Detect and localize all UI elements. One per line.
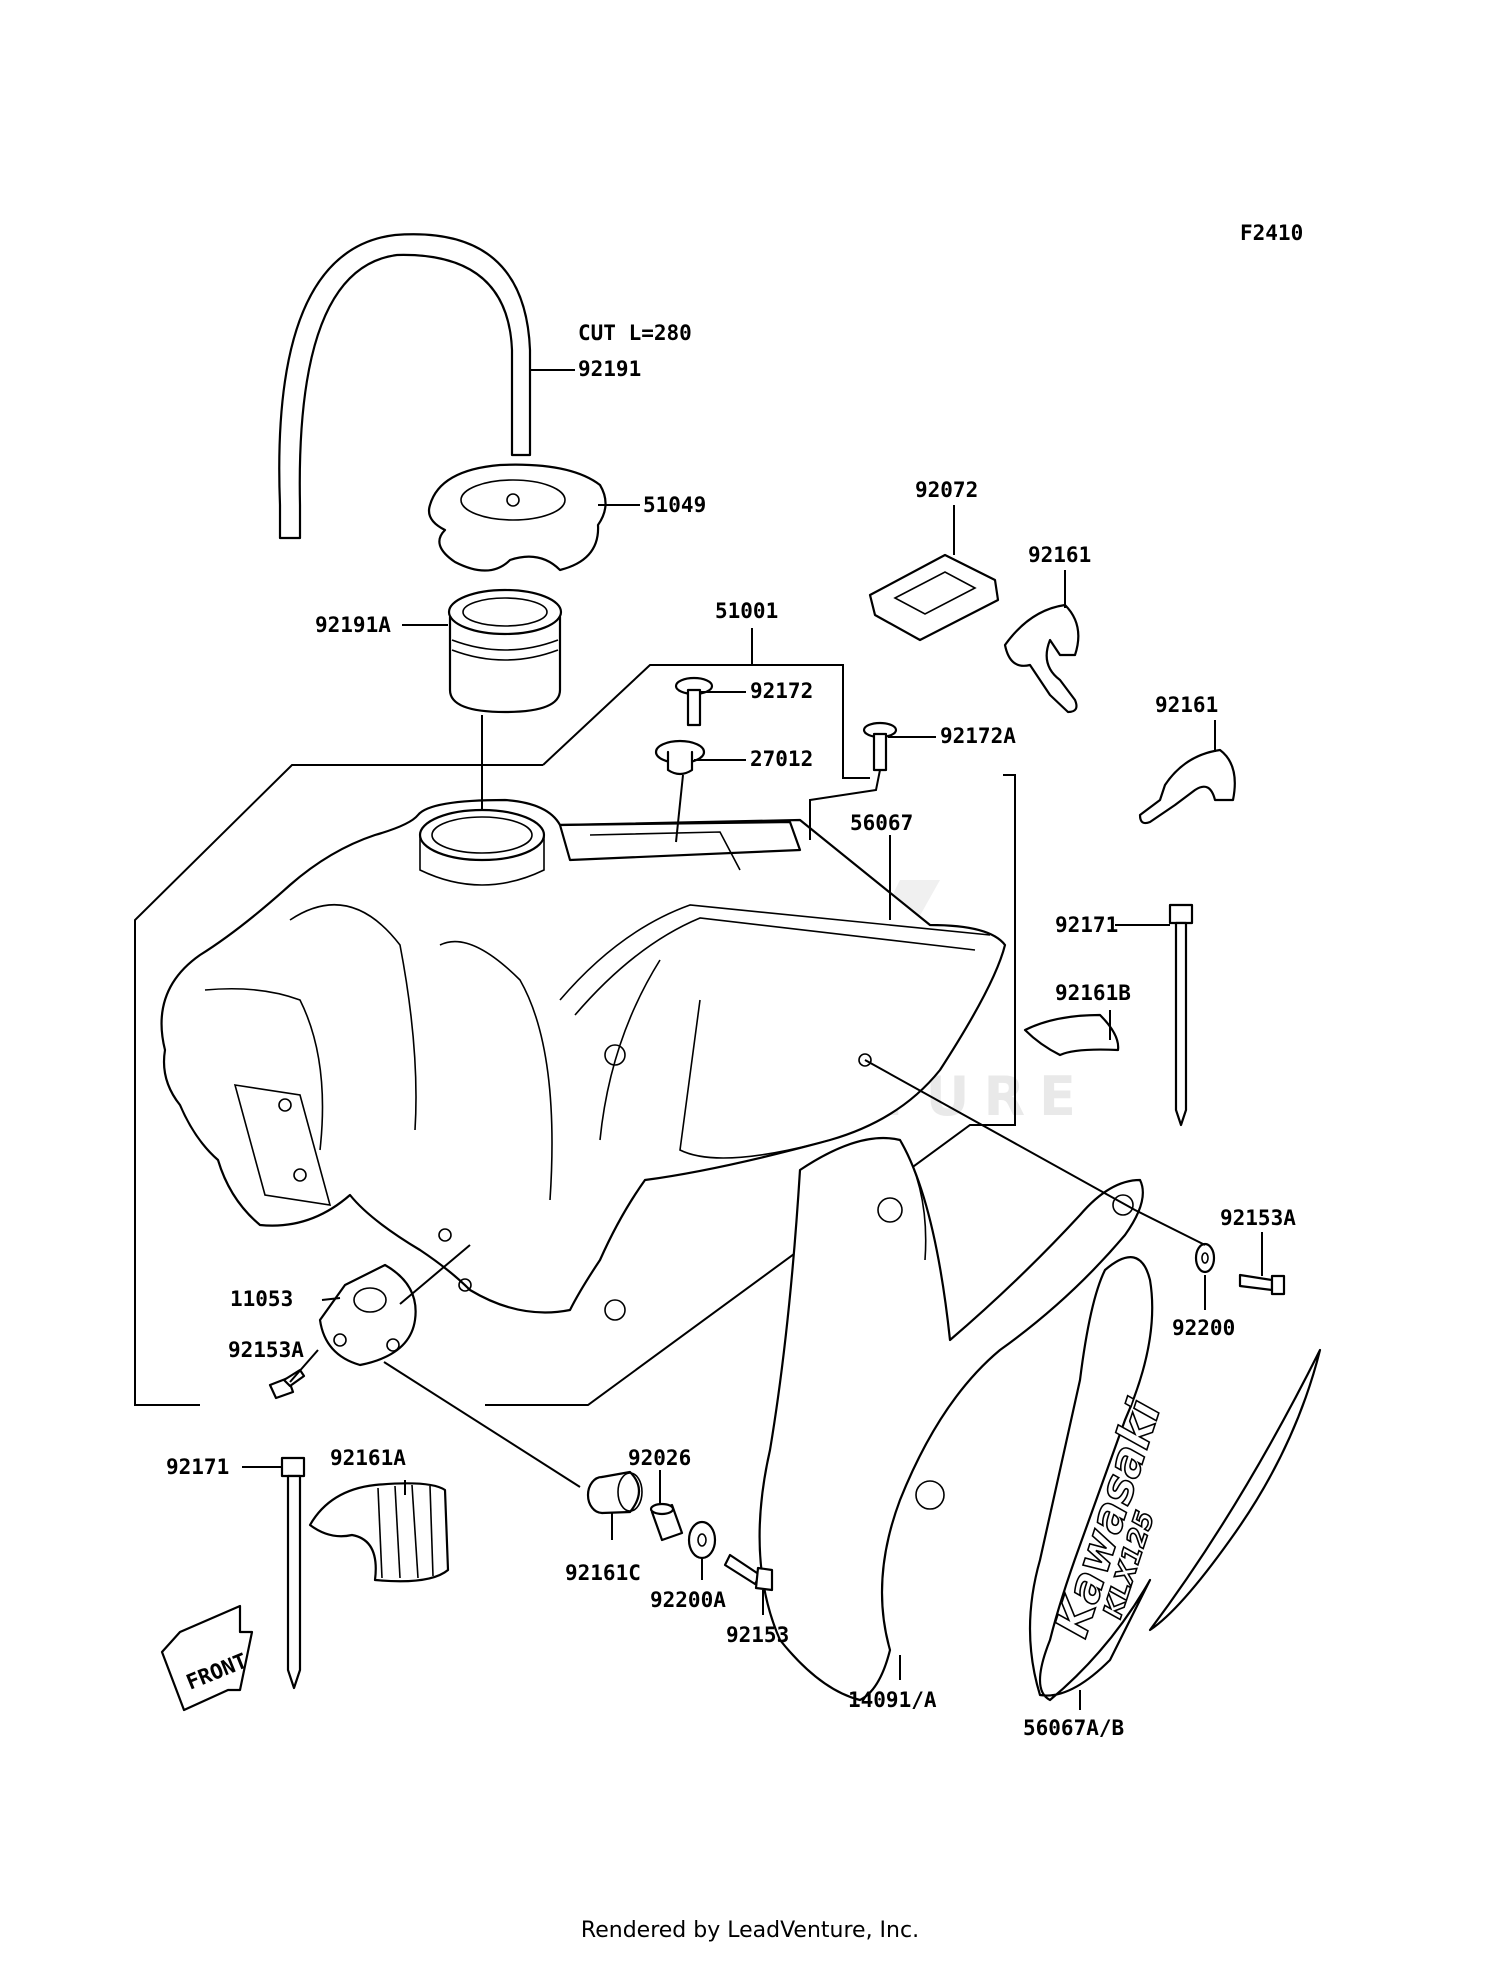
label-11053: 11053 (230, 1287, 293, 1311)
grommet-92161C (586, 1470, 643, 1515)
part-labels: CUT L=280 92191 51049 92191A 51001 92172… (166, 321, 1296, 1740)
label-92191: 92191 (578, 357, 641, 381)
bolt-92153 (723, 1553, 774, 1592)
filler-neck-ring (447, 588, 563, 714)
bolt-92153A-left (268, 1368, 306, 1400)
label-92161C: 92161C (565, 1561, 641, 1585)
clamp-92161-top (1003, 603, 1080, 714)
label-92200: 92200 (1172, 1316, 1235, 1340)
collar-92026 (649, 1502, 684, 1542)
screw-92172A (862, 721, 898, 772)
label-92153A-left: 92153A (228, 1338, 304, 1362)
cable-tie-left (280, 1456, 306, 1690)
screw-92172 (674, 676, 714, 727)
label-27012: 27012 (750, 747, 813, 771)
cable-tie-right (1168, 903, 1194, 1127)
washer-92200A (687, 1520, 717, 1560)
cut-length-note: CUT L=280 (578, 321, 692, 345)
grommet-27012 (654, 739, 706, 776)
bolt-92153A-right (1238, 1273, 1286, 1296)
label-92200A: 92200A (650, 1588, 726, 1612)
label-92153A-right: 92153A (1220, 1206, 1296, 1230)
label-56067: 56067 (850, 811, 913, 835)
leader-lines (242, 369, 1263, 1710)
label-56067AB: 56067A/B (1023, 1716, 1124, 1740)
label-92153: 92153 (726, 1623, 789, 1647)
label-92191A: 92191A (315, 613, 391, 637)
footer-credit: Rendered by LeadVenture, Inc. (580, 1918, 920, 1943)
label-92171-right: 92171 (1055, 913, 1118, 937)
strap-92072 (868, 553, 1000, 642)
breather-hose (278, 233, 532, 540)
tank-group-outline-top (542, 664, 870, 779)
label-92172A: 92172A (940, 724, 1016, 748)
label-92072: 92072 (915, 478, 978, 502)
label-92161B: 92161B (1055, 981, 1131, 1005)
front-arrow: FRONT (160, 1604, 254, 1712)
fuel-tank (160, 798, 1007, 1321)
pad-92161A (308, 1482, 450, 1583)
label-92161-top: 92161 (1028, 543, 1091, 567)
decal-56067AB: Kawasaki KLX125 (1028, 1256, 1322, 1702)
pad-92161B (1023, 1013, 1120, 1057)
label-51001: 51001 (715, 599, 778, 623)
label-92026: 92026 (628, 1446, 691, 1470)
label-92161-middle: 92161 (1155, 693, 1218, 717)
label-14091A: 14091/A (848, 1688, 937, 1712)
clamp-92161-middle (1138, 748, 1236, 825)
diagram-code: F2410 (1240, 221, 1303, 245)
label-51049: 51049 (643, 493, 706, 517)
tank-group-outline-right (485, 774, 1016, 1406)
washer-92200 (1194, 1242, 1216, 1274)
label-92171-left: 92171 (166, 1455, 229, 1479)
label-92161A: 92161A (330, 1446, 406, 1470)
tank-group-outline-left (134, 764, 543, 1406)
bracket-11053 (318, 1263, 417, 1367)
fuel-cap (427, 463, 607, 572)
label-92172: 92172 (750, 679, 813, 703)
